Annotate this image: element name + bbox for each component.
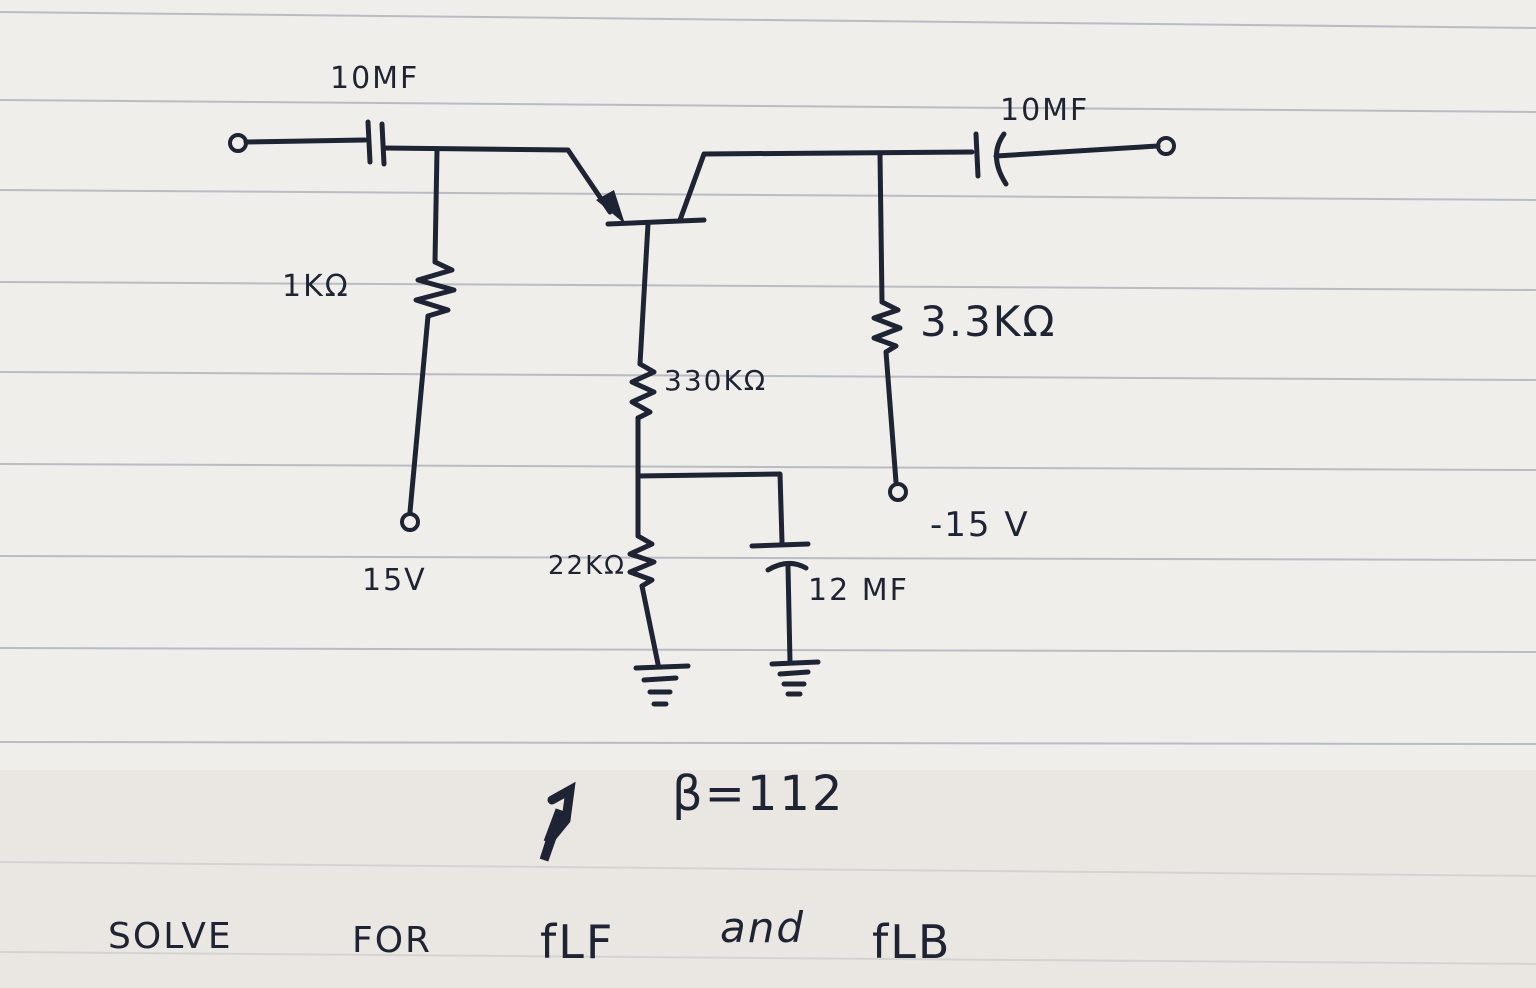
r-collector-resistor [871, 299, 903, 355]
output-wire [993, 143, 1161, 159]
page-shadow [0, 770, 1536, 988]
transistor-base-bar [605, 217, 707, 227]
r-base-wire-bottom [407, 313, 431, 515]
emitter-wire [381, 145, 613, 215]
r-base-wire-top [432, 147, 440, 265]
r-collector-wire-bottom [883, 349, 899, 485]
output-cap-label: 10MF [1000, 93, 1089, 128]
bypass-cap-label: 12 MF [808, 573, 909, 608]
pos-supply-terminal [400, 512, 420, 532]
output-capacitor-plate [973, 131, 981, 179]
component-labels: 10MF 10MF 1KΩ 3.3KΩ 330KΩ 22KΩ 12 MF 15V… [282, 61, 1089, 608]
bypass-wire-bottom [785, 563, 793, 665]
circuit-schematic [228, 119, 1176, 707]
task-word-for: FOR [352, 920, 432, 961]
ground-icon [633, 663, 691, 707]
task-word-and: and [720, 903, 805, 952]
r-collector-label: 3.3KΩ [920, 297, 1056, 346]
task-word-solve: SOLVE [108, 916, 233, 957]
collector-wire [677, 149, 975, 223]
neg-supply-terminal [888, 482, 908, 502]
beta-value: β=112 [672, 766, 844, 822]
input-terminal [228, 133, 248, 153]
ground-icon [769, 659, 821, 697]
r-emitter-label: 22KΩ [548, 551, 626, 581]
emitter-arrow-icon [596, 190, 625, 224]
bypass-node-wire [635, 471, 785, 545]
bypass-capacitor-plate [749, 541, 811, 549]
input-wire [243, 137, 368, 145]
r-series-resistor [629, 361, 657, 421]
task-word-flf: fLF [540, 915, 614, 969]
r-base-resistor [413, 259, 457, 319]
r-series-wire-top [637, 221, 651, 367]
output-capacitor-curve [994, 131, 1009, 187]
task-line: SOLVE FOR fLF and fLB [108, 903, 951, 969]
r-emitter-wire-bottom [639, 583, 661, 667]
input-capacitor [365, 119, 387, 167]
r-base-label: 1KΩ [282, 269, 350, 304]
r-collector-wire-top [877, 151, 885, 305]
task-word-flb: fLB [872, 915, 951, 969]
r-emitter-resistor [627, 533, 657, 589]
neg-supply-label: -15 V [930, 505, 1030, 545]
bypass-capacitor-curve [765, 561, 809, 573]
r-series-label: 330KΩ [664, 364, 767, 397]
ink-scribble [539, 781, 576, 862]
pos-supply-label: 15V [362, 563, 427, 598]
input-cap-label: 10MF [330, 61, 419, 96]
output-terminal [1156, 136, 1176, 156]
